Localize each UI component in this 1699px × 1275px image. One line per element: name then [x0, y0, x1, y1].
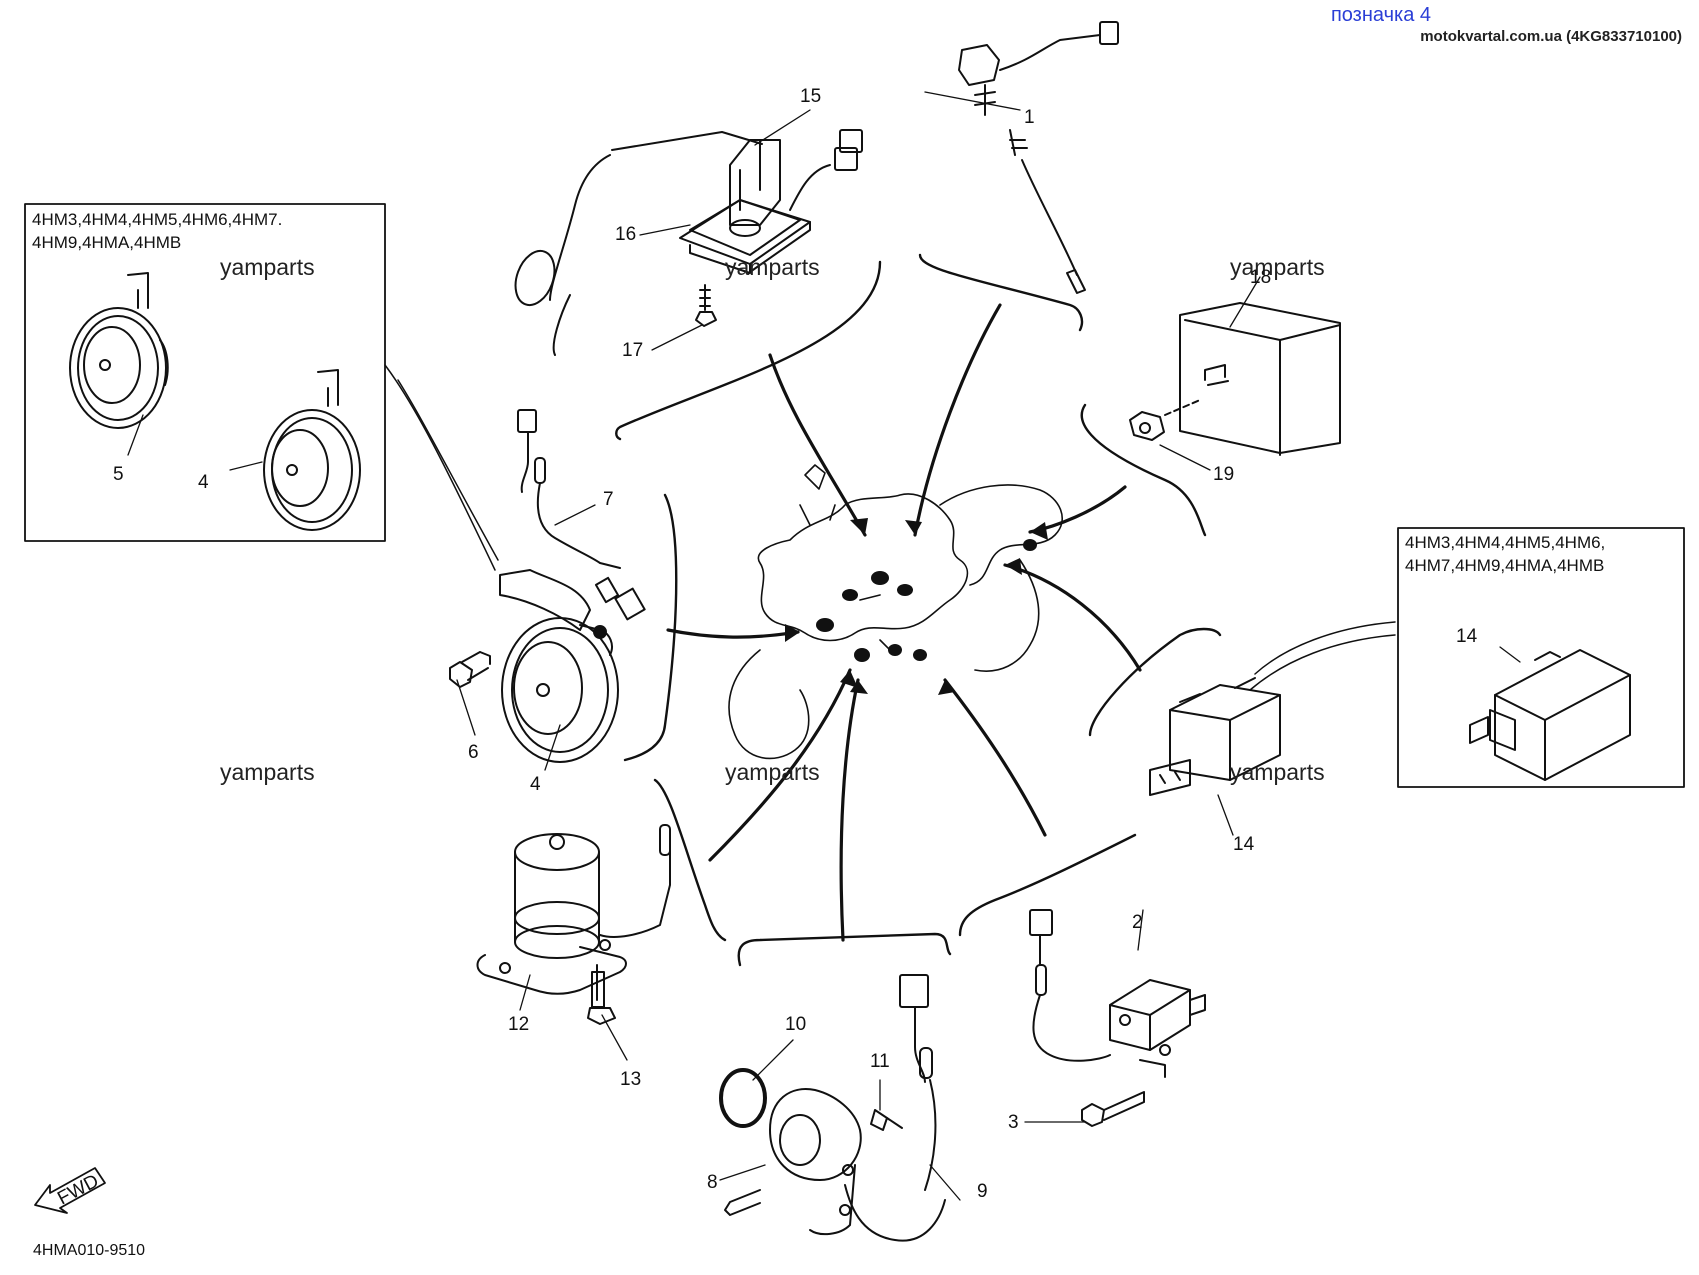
- inset-box-right: [1397, 527, 1685, 788]
- bolt-part-13: [587, 964, 616, 1025]
- inset-left-line2: 4HM9,4HMA,4HMB: [32, 233, 181, 252]
- source-caption: motokvartal.com.ua (4KG833710100): [1420, 28, 1682, 45]
- callout-12: 12: [508, 1014, 529, 1035]
- callout-3: 3: [1008, 1112, 1019, 1133]
- bolt-part-6: [449, 651, 491, 688]
- inset-left-line1: 4HM3,4HM4,4HM5,4HM6,4HM7.: [32, 210, 282, 229]
- relay-part-18: [1179, 302, 1341, 456]
- callout-leaders: [127, 91, 1521, 1201]
- nut-part-19: [1129, 399, 1201, 441]
- callout-8: 8: [707, 1172, 718, 1193]
- fuel-sender-parts: [514, 129, 863, 356]
- callout-19: 19: [1213, 464, 1234, 485]
- callout-7: 7: [603, 489, 614, 510]
- callout-2: 2: [1132, 912, 1143, 933]
- group-brackets: [615, 253, 1222, 967]
- arrowheads: [785, 518, 1048, 695]
- callout-6: 6: [468, 742, 479, 763]
- watermark: yamparts: [220, 759, 315, 785]
- callout-5: 5: [113, 464, 124, 485]
- horn-part-5: [69, 272, 169, 429]
- bolt-part-3: [1081, 1091, 1145, 1127]
- horn-part-4-main: [499, 569, 619, 763]
- watermark: yamparts: [725, 254, 820, 280]
- horn-part-4-inset: [263, 369, 361, 531]
- callout-1: 1: [1024, 107, 1035, 128]
- fwd-direction-arrow: FWD: [34, 1167, 106, 1214]
- lead-wire-part-9: [809, 974, 937, 1236]
- routing-lines: [666, 303, 1142, 942]
- frame-sketch: [728, 464, 1064, 760]
- callout-10: 10: [785, 1014, 806, 1035]
- o-ring-part-10: [719, 1068, 767, 1128]
- diagram-code: 4HMA010-9510: [33, 1242, 146, 1259]
- screw-part-11: [870, 1109, 903, 1131]
- page-badge: позначка 4: [1330, 4, 1431, 26]
- callout-17: 17: [622, 340, 643, 361]
- callout-18: 18: [1250, 267, 1271, 288]
- callout-4-main: 4: [530, 774, 541, 795]
- callout-14-inset: 14: [1456, 626, 1478, 647]
- inset-right-line2: 4HM7,4HM9,4HMA,4HMB: [1405, 556, 1604, 575]
- watermark: yamparts: [1230, 759, 1325, 785]
- callout-9: 9: [977, 1181, 988, 1202]
- callout-14-main: 14: [1233, 834, 1255, 855]
- inset-box-left: [24, 203, 386, 542]
- lead-wire-part-7: [517, 409, 646, 621]
- watermark: yamparts: [1230, 254, 1325, 280]
- callout-4-inset: 4: [198, 472, 209, 493]
- callout-11: 11: [870, 1051, 890, 1072]
- flasher-relay-part-14: [1149, 677, 1281, 796]
- watermark: yamparts: [725, 759, 820, 785]
- sensor-part-1: [958, 21, 1119, 294]
- relay-part-2: [1029, 909, 1206, 1078]
- sensor-part-8: [724, 1088, 946, 1242]
- solenoid-part-12: [476, 824, 671, 995]
- watermark: yamparts: [220, 254, 315, 280]
- harness-connectors: [816, 539, 1037, 662]
- callout-13: 13: [620, 1069, 641, 1090]
- callout-15: 15: [800, 86, 821, 107]
- inset-right-line1: 4HM3,4HM4,4HM5,4HM6,: [1405, 533, 1605, 552]
- flasher-relay-inset: [1469, 649, 1631, 781]
- callout-16: 16: [615, 224, 636, 245]
